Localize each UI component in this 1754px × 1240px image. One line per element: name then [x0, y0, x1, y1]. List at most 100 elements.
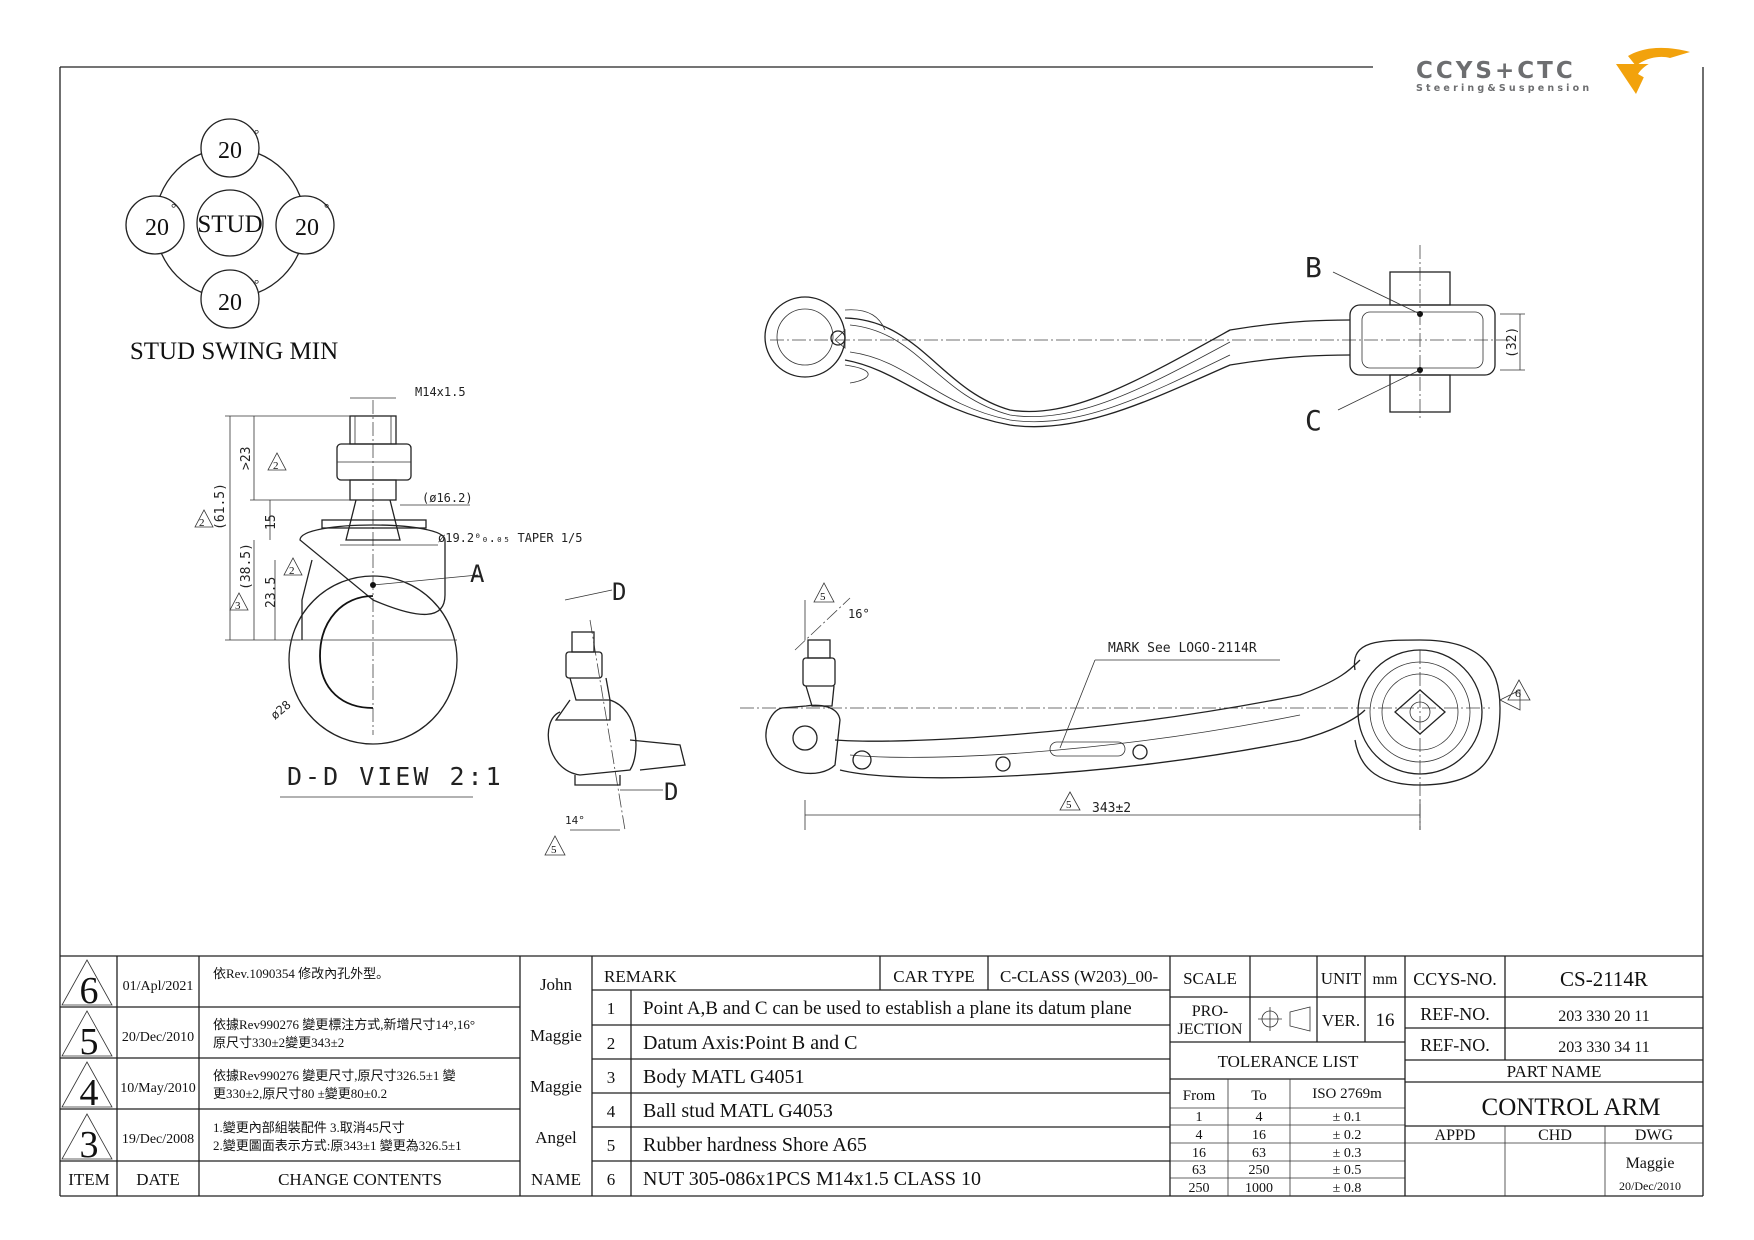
- dia-28-label: ø28: [268, 698, 294, 723]
- ccys-no-label: CCYS-NO.: [1413, 969, 1497, 989]
- arm-rib-1: [849, 324, 1231, 418]
- logo-mark-pad: [1049, 741, 1126, 757]
- d-top-leader: [564, 589, 613, 601]
- tol-from: 4: [1196, 1128, 1203, 1143]
- degree-mark-bottom: °: [254, 276, 259, 291]
- side-taper: [569, 677, 611, 701]
- remark-text: Body MATL G4051: [643, 1066, 804, 1088]
- dia-16-2-label: (ø16.2): [422, 491, 473, 505]
- rev-header-item: ITEM: [68, 1170, 110, 1189]
- side-stud-thread: [571, 631, 595, 653]
- front-stud-thread: [807, 639, 831, 659]
- rev-triangle-3: [229, 592, 249, 611]
- rev-name: John: [540, 975, 573, 994]
- front-rev-mark-6: 6: [1515, 686, 1521, 700]
- logo-tagline: Steering&Suspension: [1416, 83, 1592, 94]
- tol-from: 16: [1192, 1146, 1206, 1161]
- rev-header-contents: CHANGE CONTENTS: [278, 1170, 442, 1189]
- tol-value: ± 0.3: [1333, 1146, 1362, 1161]
- remark-number: 1: [607, 999, 616, 1018]
- swing-value-bottom: 20: [218, 290, 242, 316]
- front-view: 6 16° 5 MARK See LOGO-2114R 5 343±2: [740, 582, 1531, 830]
- chd-label: CHD: [1538, 1127, 1572, 1144]
- rev-triangle-2b: [267, 452, 287, 471]
- appd-label: APPD: [1435, 1127, 1476, 1144]
- rev-contents-line: 依據Rev990276 變更尺寸,原尺寸326.5±1 變: [213, 1068, 456, 1083]
- rev-triangle-5-dim: [1059, 791, 1081, 811]
- drawn-by: Maggie: [1626, 1155, 1675, 1172]
- rev-mark-2: 2: [199, 517, 205, 529]
- stud-swing-diagram: STUD 20 20 20 20 ° ° ° ° STUD SWING MIN: [125, 118, 338, 365]
- revision-row: 6 01/Apl/2021 依Rev.1090354 修改內孔外型。 John: [61, 959, 573, 1012]
- remark-number: 6: [607, 1170, 616, 1189]
- tol-to: 16: [1252, 1128, 1266, 1143]
- length-label: 343±2: [1092, 801, 1131, 816]
- point-c-label: C: [1305, 404, 1322, 437]
- rev-date: 19/Dec/2008: [122, 1132, 194, 1147]
- top-view: B C (32): [764, 245, 1525, 437]
- bushing-ring-mid: [1369, 661, 1471, 763]
- tol-to: 250: [1249, 1163, 1270, 1178]
- bushing-inner-top: [1361, 311, 1484, 369]
- rev-name: Maggie: [530, 1077, 582, 1096]
- rev-name: Maggie: [530, 1026, 582, 1045]
- ref-no-value-1: 203 330 20 11: [1558, 1008, 1649, 1025]
- ball-joint-ring: [776, 308, 834, 366]
- projection-label-2: JECTION: [1178, 1021, 1243, 1038]
- side-nut: [565, 651, 603, 679]
- side-base: [574, 775, 621, 786]
- swing-right-circle: [275, 195, 335, 255]
- side-rev-mark: 5: [551, 844, 557, 856]
- dim-61-5-label: (61.5): [213, 483, 228, 530]
- tol-from: 63: [1192, 1163, 1206, 1178]
- rev-item-triangle: [61, 1010, 113, 1057]
- remark-text: Ball stud MATL G4053: [643, 1100, 833, 1122]
- rev-mark-2c: 2: [289, 565, 295, 577]
- remark-number: 5: [607, 1136, 616, 1155]
- tol-value: ± 0.2: [1333, 1128, 1362, 1143]
- remark-text: NUT 305-086x1PCS M14x1.5 CLASS 10: [643, 1168, 981, 1190]
- tol-from-header: From: [1183, 1088, 1216, 1104]
- leader-c: [1337, 369, 1421, 411]
- front-arm-rib: [849, 714, 1301, 758]
- dim-23-5-label: 23.5: [264, 577, 279, 608]
- front-rev-mark: 5: [820, 591, 826, 603]
- rev-item-number: 3: [80, 1124, 99, 1166]
- bushing-sleeve-bottom: [1389, 374, 1451, 413]
- title-block: 6 01/Apl/2021 依Rev.1090354 修改內孔外型。 John …: [60, 955, 1703, 1196]
- tol-to: 1000: [1245, 1181, 1273, 1196]
- front-arm-lower: [839, 709, 1366, 779]
- rev-item-number: 4: [80, 1072, 99, 1114]
- bushing-ring-outer: [1357, 649, 1483, 775]
- rev-triangle-2: [194, 509, 214, 528]
- bushing-core: [1409, 701, 1431, 723]
- remark-text: Datum Axis:Point B and C: [643, 1032, 857, 1054]
- dim-15-label: 15: [264, 514, 279, 530]
- remark-number: 2: [607, 1034, 616, 1053]
- ref-no-label-2: REF-NO.: [1420, 1035, 1490, 1055]
- rev-item-number: 6: [80, 970, 99, 1012]
- d-bottom-label: D: [664, 778, 678, 806]
- rev-item-triangle: [61, 959, 113, 1006]
- rev-header-name: NAME: [531, 1170, 581, 1189]
- arm-rib-2: [849, 351, 1231, 423]
- drawn-date: 20/Dec/2010: [1619, 1179, 1681, 1193]
- remark-number: 4: [607, 1102, 616, 1121]
- point-b-label: B: [1305, 251, 1322, 284]
- arm-hole-2: [995, 756, 1011, 772]
- side-view-centerline: [589, 619, 626, 831]
- tol-from: 250: [1189, 1181, 1210, 1196]
- company-logo: CCYS+CTC Steering&Suspension: [1416, 47, 1690, 94]
- rev-name: Angel: [535, 1128, 577, 1147]
- side-arm-stub: [629, 739, 686, 771]
- tol-value: ± 0.5: [1333, 1163, 1362, 1178]
- taper-label: ø19.2⁰₀.₀₅ TAPER 1/5: [438, 531, 583, 545]
- rev-date: 20/Dec/2010: [122, 1030, 194, 1045]
- bushing-sleeve-top: [1389, 271, 1451, 306]
- dim-rev-mark: 5: [1066, 799, 1072, 811]
- point-a-dot: [370, 582, 376, 588]
- degree-mark-top: °: [254, 126, 259, 141]
- logo-brand: CCYS+CTC: [1416, 58, 1576, 84]
- logo-mark-note: MARK See LOGO-2114R: [1108, 641, 1257, 656]
- rev-date: 10/May/2010: [120, 1081, 195, 1096]
